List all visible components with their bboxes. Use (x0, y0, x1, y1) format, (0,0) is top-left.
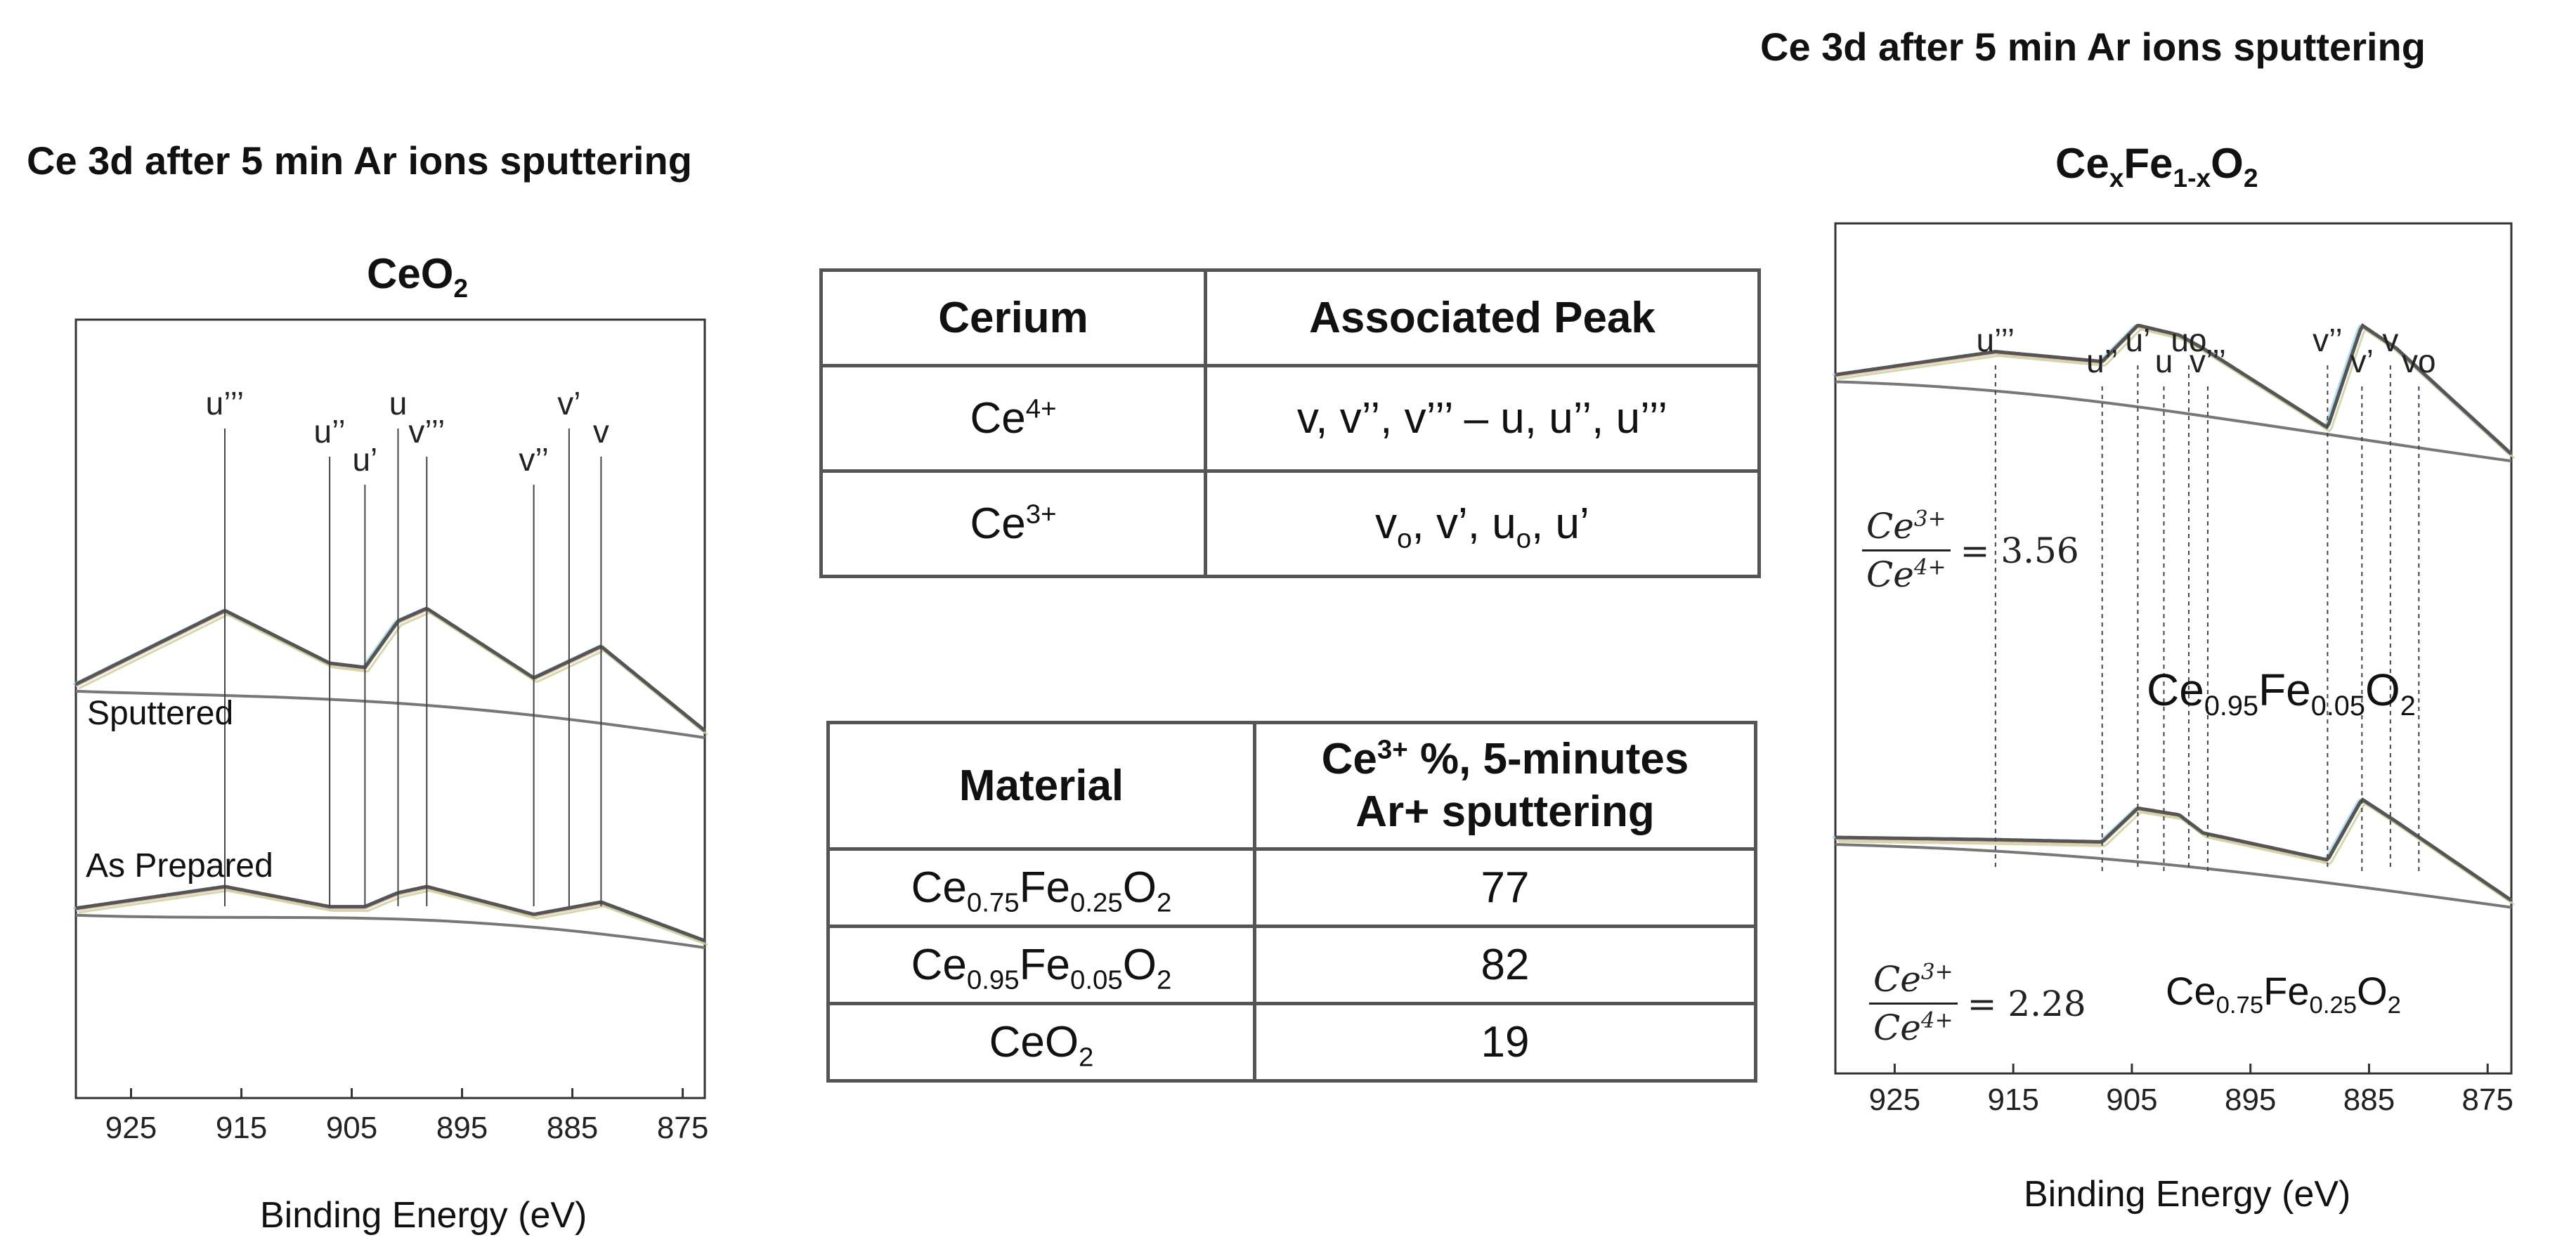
x-tick-label: 895 (2225, 1083, 2276, 1117)
peak-label: v’’ (2312, 322, 2343, 358)
plot-frame (74, 318, 706, 1099)
series-line (75, 884, 705, 943)
x-tick-label: 875 (2462, 1083, 2513, 1117)
x-tick-label: 885 (2343, 1083, 2395, 1117)
fit-component-line (1838, 802, 2515, 906)
background-baseline (75, 913, 705, 949)
table-row: Ce4+ v, v’’, v’’’ – u, u’’, u’’’ (819, 364, 1761, 473)
x-tick-label: 905 (326, 1111, 377, 1145)
peaks-cell: vo, v’, uo, u’ (1204, 469, 1761, 578)
cerium-cell: Ce4+ (819, 364, 1207, 473)
peak-label: vo (2402, 343, 2436, 379)
peak-label: v’ (2350, 343, 2374, 379)
x-tick-label: 925 (1869, 1083, 1920, 1117)
material-cell: Ce0.95Fe0.05O2 (826, 925, 1256, 1005)
peak-label: u’ (352, 441, 377, 478)
x-tick-label: 885 (547, 1111, 598, 1145)
header-cerium: Cerium (819, 268, 1207, 367)
x-tick-label: 905 (2106, 1083, 2157, 1117)
left-chart-title: CeO2 (367, 250, 469, 303)
x-tick-label: 925 (105, 1111, 157, 1145)
peaks-cell: v, v’’, v’’’ – u, u’’, u’’’ (1204, 364, 1761, 473)
series-line (1835, 797, 2513, 902)
peak-assignment-table: Cerium Associated Peak Ce4+ v, v’’, v’’’… (819, 268, 1761, 578)
peak-label: v’’ (519, 441, 549, 478)
peak-label: v (2382, 322, 2398, 358)
plot-frame (1834, 222, 2513, 1075)
left-heading: Ce 3d after 5 min Ar ions sputtering (27, 138, 692, 183)
table-row: Ce0.75Fe0.25O2 77 (826, 847, 1757, 928)
right-x-axis-title: Binding Energy (eV) (2024, 1174, 2351, 1215)
sample-label-lower: Ce0.75Fe0.25O2 (2166, 969, 2401, 1019)
material-cell: CeO2 (826, 1002, 1256, 1083)
peak-label: u’’ (314, 413, 346, 450)
series-line (1835, 323, 2513, 456)
header-associated-peak: Associated Peak (1204, 268, 1761, 367)
peak-label: u (389, 385, 408, 422)
x-tick-label: 895 (436, 1111, 488, 1145)
peak-label: v (593, 413, 609, 450)
cerium-cell: Ce3+ (819, 469, 1207, 578)
ratio-lower: Ce3+Ce4+ = 2.28 (1869, 959, 2086, 1048)
fit-component-line (78, 889, 708, 946)
peak-label: uo (2171, 322, 2206, 358)
peak-label: v’’’ (408, 413, 445, 450)
peak-label: u’ (2125, 322, 2150, 358)
ratio-upper: Ce3+Ce4+ = 3.56 (1862, 506, 2079, 595)
sputtered-label: Sputtered (87, 695, 234, 732)
table-row: CeO2 19 (826, 1002, 1757, 1083)
fit-component-line (78, 611, 708, 736)
background-baseline (1835, 843, 2512, 909)
material-cell: Ce0.75Fe0.25O2 (826, 847, 1256, 928)
table-header-row: Cerium Associated Peak (819, 268, 1761, 367)
header-material: Material (826, 721, 1256, 851)
peak-label: u’’ (2086, 343, 2118, 379)
background-baseline (1835, 380, 2512, 463)
right-chart-title: CexFe1-xO2 (2055, 140, 2258, 192)
value-cell: 19 (1253, 1002, 1757, 1083)
value-cell: 82 (1253, 925, 1757, 1005)
peak-label: v’ (557, 385, 580, 422)
series-line (74, 606, 706, 732)
left-x-axis-title: Binding Energy (eV) (260, 1195, 587, 1236)
x-tick-label: 875 (657, 1111, 708, 1145)
peak-label: u’’’ (1977, 322, 2015, 358)
value-cell: 77 (1253, 847, 1757, 928)
peak-label: u’’’ (206, 385, 245, 422)
as-prepared-label: As Prepared (86, 847, 273, 884)
x-tick-label: 915 (216, 1111, 267, 1145)
peak-label: u (2155, 343, 2173, 379)
fit-component-line (75, 887, 705, 944)
x-tick-label: 915 (1987, 1083, 2038, 1117)
table-row: Ce3+ vo, v’, uo, u’ (819, 469, 1761, 578)
peak-label: v’’’ (2190, 343, 2226, 379)
table-row: Ce0.95Fe0.05O2 82 (826, 925, 1757, 1005)
sample-label-upper: Ce0.95Fe0.05O2 (2147, 665, 2416, 721)
right-heading: Ce 3d after 5 min Ar ions sputtering (1760, 25, 2426, 69)
background-baseline (75, 690, 705, 739)
